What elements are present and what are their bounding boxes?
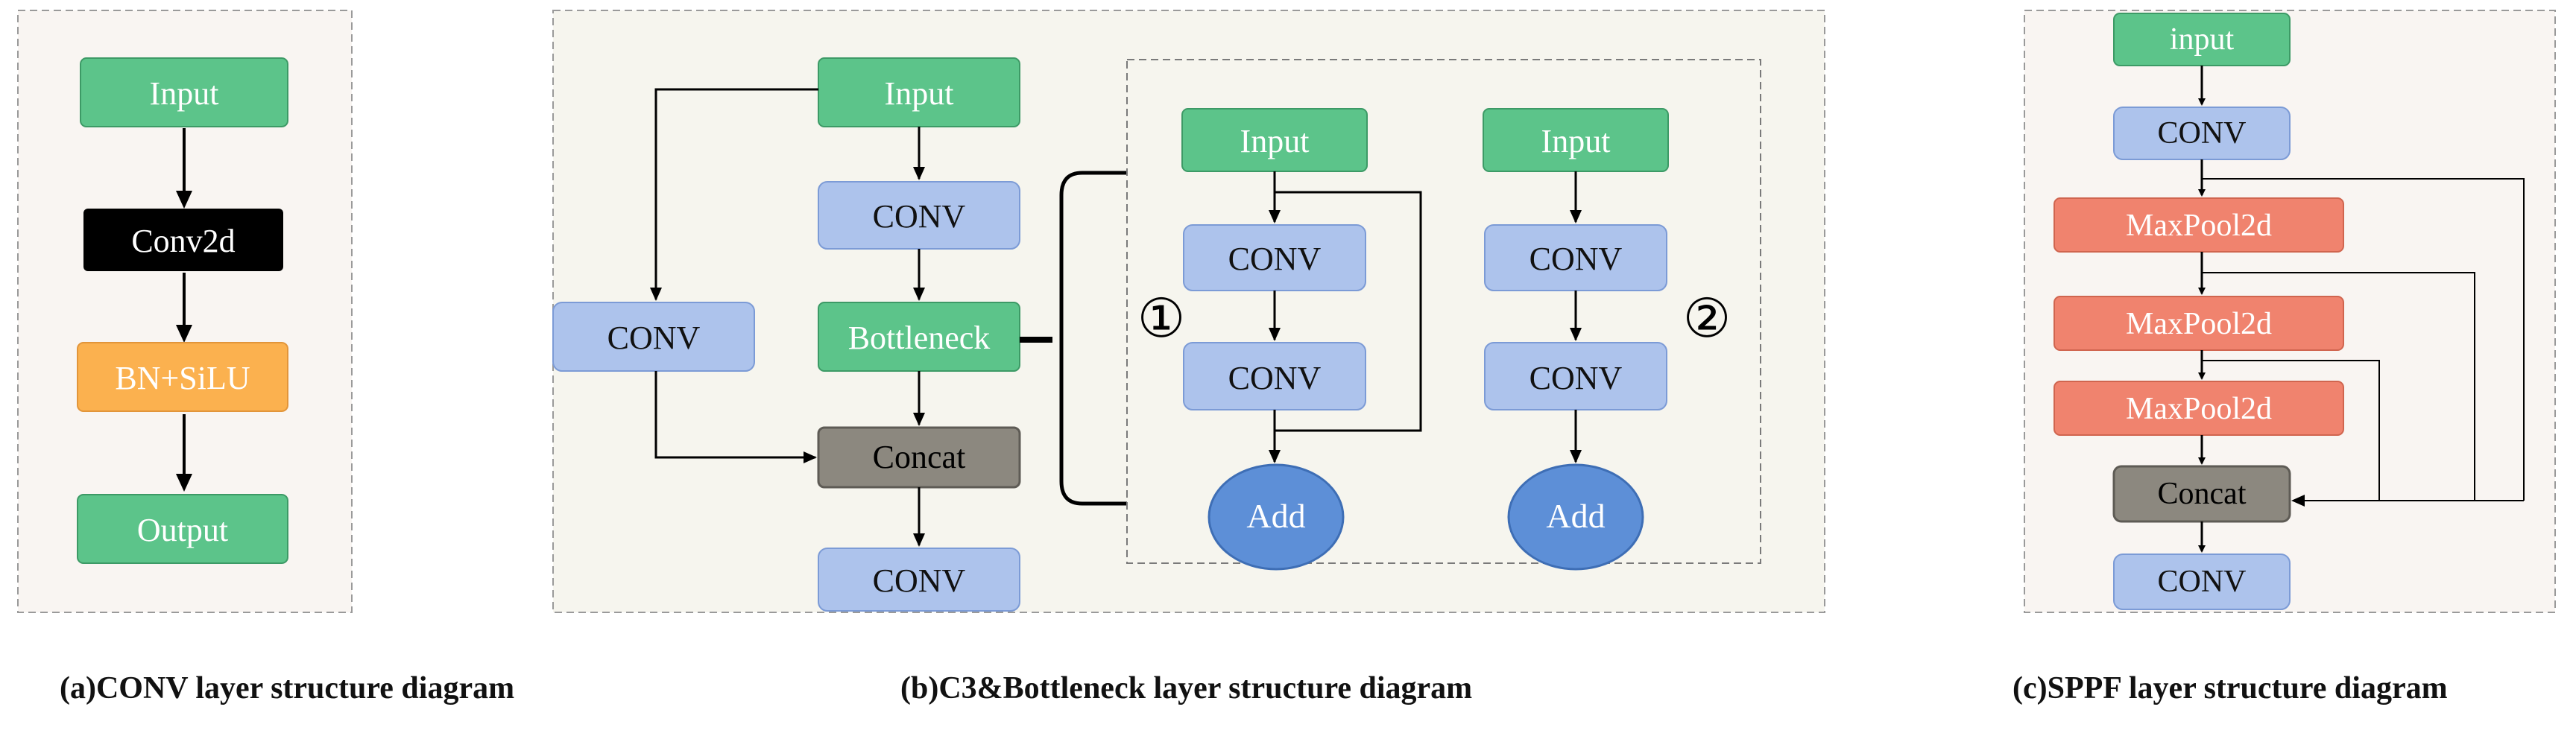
c-skip-conv	[2202, 178, 2525, 501]
b-arrow-side-concat	[654, 371, 817, 463]
v2-add-node	[1507, 463, 1644, 571]
c-skip-mp2	[2202, 360, 2380, 501]
b-conv-top-label: CONV	[873, 198, 966, 235]
caption-b: (b)C3&Bottleneck layer structure diagram	[900, 671, 1473, 705]
b-arrow-input-side	[650, 88, 818, 301]
a-input-label: Input	[150, 75, 219, 112]
b-conv-bottom-box	[818, 548, 1020, 612]
b-variants-frame	[1126, 59, 1761, 564]
v1-conv1-label: CONV	[1228, 241, 1322, 277]
panel-a: Input Conv2d BN+SiLU Output	[17, 10, 353, 613]
c-maxpool2-box	[2053, 296, 2344, 351]
v2-conv2-label: CONV	[1530, 360, 1623, 396]
v2-conv1-label: CONV	[1530, 241, 1623, 277]
c-maxpool3-box	[2053, 381, 2344, 436]
v1-add-label: Add	[1246, 497, 1305, 535]
panel-b: Input CONV Bottleneck Concat CONV CONV I…	[552, 10, 1825, 613]
a-output-box	[77, 494, 288, 564]
b-bracket	[1059, 171, 1127, 506]
panel-c: input CONV MaxPool2d MaxPool2d MaxPool2d…	[2024, 10, 2556, 613]
b-conv-side-label: CONV	[607, 320, 701, 356]
a-input-box	[80, 57, 288, 127]
c-maxpool3-label: MaxPool2d	[2126, 392, 2272, 426]
v2-input-label: Input	[1541, 123, 1611, 159]
v1-add-node	[1208, 463, 1345, 571]
v1-input-label: Input	[1240, 123, 1310, 159]
v1-marker: ①	[1137, 289, 1186, 349]
a-conv2d-box	[83, 209, 283, 271]
c-concat-label: Concat	[2158, 477, 2247, 511]
b-conv-bottom-label: CONV	[873, 562, 966, 599]
a-bn-label: BN+SiLU	[115, 360, 250, 396]
c-maxpool2-label: MaxPool2d	[2126, 307, 2272, 341]
a-output-label: Output	[137, 512, 228, 548]
c-conv-bottom-box	[2113, 554, 2291, 610]
v2-add-label: Add	[1546, 497, 1605, 535]
c-input-label: input	[2170, 22, 2235, 57]
v1-conv2-label: CONV	[1228, 360, 1322, 396]
b-variant-1: Input CONV CONV Add ①	[1137, 108, 1422, 571]
b-bottleneck-label: Bottleneck	[848, 320, 991, 356]
c-maxpool1-label: MaxPool2d	[2126, 209, 2272, 243]
a-conv2d-label: Conv2d	[131, 223, 235, 259]
a-bn-box	[77, 342, 288, 412]
v2-marker: ②	[1683, 289, 1731, 349]
b-input-label: Input	[885, 75, 954, 112]
b-variant-2: Input CONV CONV Add ②	[1483, 108, 1731, 571]
c-skip-mp1	[2202, 272, 2475, 501]
b-concat-label: Concat	[873, 439, 966, 475]
caption-a: (a)CONV layer structure diagram	[60, 671, 515, 705]
v1-shortcut	[1275, 191, 1422, 432]
c-conv-top-label: CONV	[2157, 116, 2246, 150]
c-conv-bottom-label: CONV	[2157, 565, 2246, 599]
c-maxpool1-box	[2053, 197, 2344, 253]
b-conv-side-box	[552, 302, 755, 372]
caption-c: (c)SPPF layer structure diagram	[2012, 671, 2448, 705]
